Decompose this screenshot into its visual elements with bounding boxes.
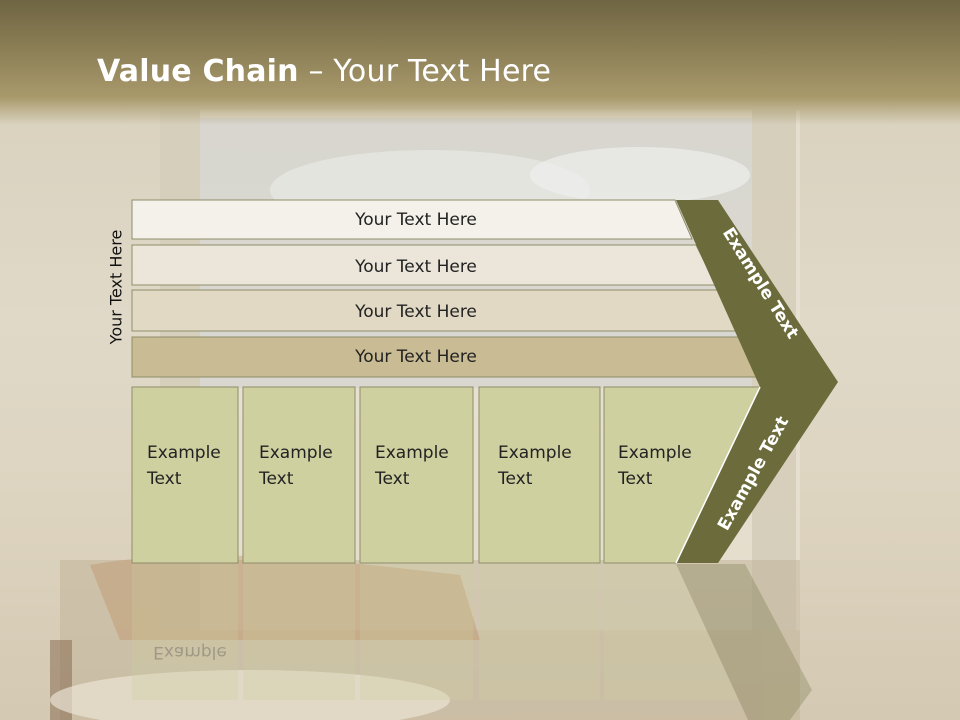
support-row-2-label: Your Text Here	[354, 257, 477, 277]
title-rest: – Your Text Here	[298, 54, 552, 89]
primary-cell-5-text: Example Text	[618, 440, 714, 492]
slide-title: Value Chain – Your Text Here	[97, 54, 551, 89]
primary-cell-2-line2: Text	[259, 469, 294, 489]
title-band	[0, 0, 960, 125]
primary-cell-4	[478, 386, 601, 564]
primary-cell-5-line2: Text	[618, 469, 653, 489]
svg-text:Example: Example	[153, 642, 227, 662]
primary-cell-2-text: Example Text	[259, 440, 355, 492]
primary-cell-5-line1: Example	[618, 443, 692, 463]
support-row-1-label: Your Text Here	[354, 210, 477, 230]
primary-cell-2	[242, 386, 356, 564]
primary-cell-3-text: Example Text	[375, 440, 471, 492]
primary-cell-1-text: Example Text	[147, 440, 243, 492]
primary-cell-1	[131, 386, 239, 564]
reflection: Example	[132, 564, 812, 720]
primary-cell-3-line1: Example	[375, 443, 449, 463]
primary-cell-1-line1: Example	[147, 443, 221, 463]
primary-cell-1-line2: Text	[147, 469, 182, 489]
support-row-1	[131, 199, 693, 240]
support-row-4-label: Your Text Here	[354, 347, 477, 367]
primary-cell-4-line1: Example	[498, 443, 572, 463]
support-row-3-label: Your Text Here	[354, 302, 477, 322]
primary-cell-4-line2: Text	[498, 469, 533, 489]
margin-chevron	[676, 200, 838, 563]
primary-cell-3-line2: Text	[375, 469, 410, 489]
primary-cell-3	[359, 386, 474, 564]
primary-cell-2-line1: Example	[259, 443, 333, 463]
primary-cell-4-text: Example Text	[498, 440, 594, 492]
title-bold: Value Chain	[97, 54, 299, 89]
